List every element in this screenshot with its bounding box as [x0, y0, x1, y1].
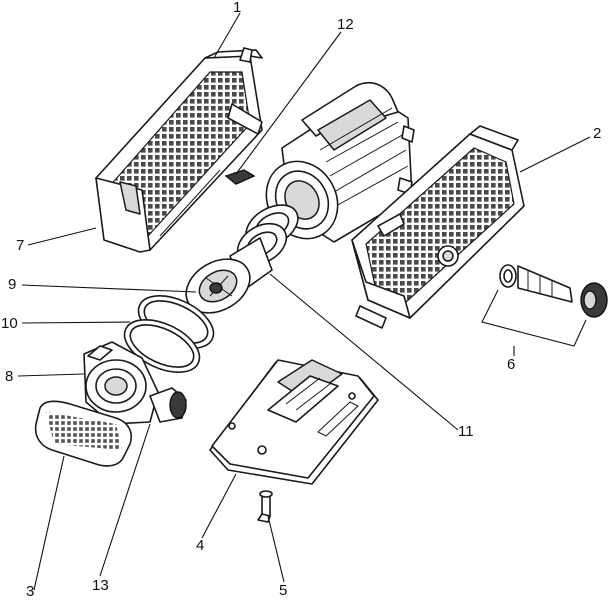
- part-4-base-plate: [209, 359, 379, 485]
- part-12-seal-pad: [224, 169, 256, 185]
- callout-2: 2: [593, 125, 602, 142]
- callout-10: 10: [1, 315, 18, 332]
- callout-11: 11: [458, 423, 474, 440]
- callout-3: 3: [26, 583, 35, 600]
- callout-9: 9: [8, 276, 17, 293]
- part-1-left-housing: [95, 47, 263, 253]
- callout-6: 6: [507, 356, 516, 373]
- part-5-pin: [257, 490, 273, 523]
- part-6-hose-fittings: [499, 264, 608, 318]
- leader-lines: [17, 12, 591, 591]
- callout-5: 5: [279, 582, 288, 599]
- part-2-right-housing: [351, 125, 525, 329]
- callout-1: 1: [233, 0, 242, 16]
- callout-8: 8: [5, 368, 14, 385]
- part-8-pump-housing: [83, 341, 187, 425]
- part-3-filter-screen: [34, 400, 132, 467]
- callout-13: 13: [92, 577, 109, 594]
- part-9-impeller: [185, 237, 273, 314]
- callout-4: 4: [196, 537, 205, 554]
- callout-12: 12: [337, 16, 354, 33]
- callout-7: 7: [16, 237, 25, 254]
